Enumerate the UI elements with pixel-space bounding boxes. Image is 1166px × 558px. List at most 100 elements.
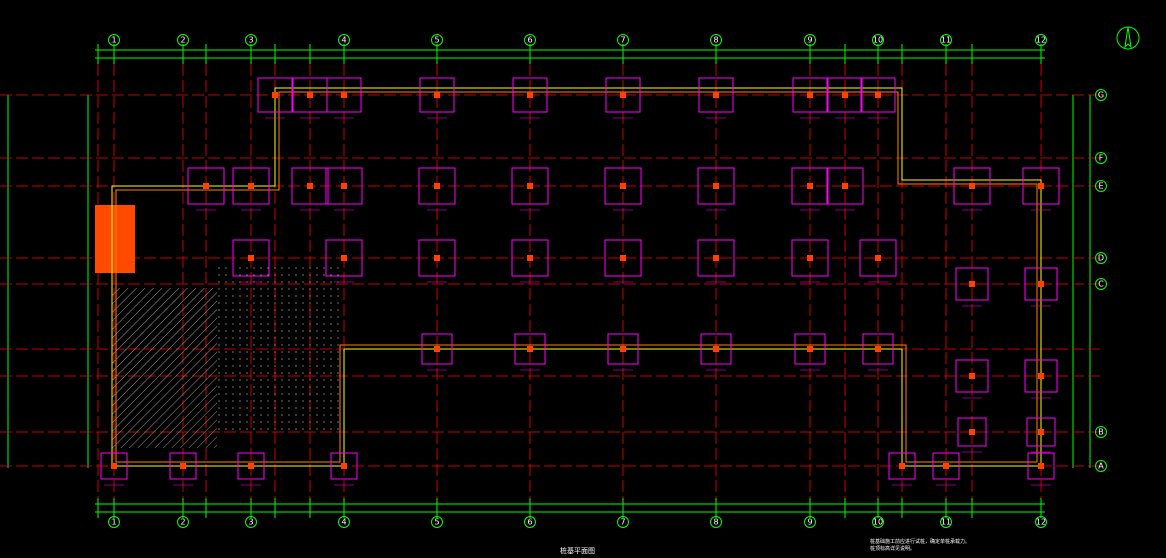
column [248,255,254,261]
pile-cap [700,333,732,365]
axis-bubble [1095,89,1107,101]
axis-bubble [804,34,816,46]
pile-cap [697,239,735,277]
axis-bubble [1035,516,1047,528]
axis-bubble [617,516,629,528]
axis-bubble [177,34,189,46]
pile-cap [955,267,989,301]
column [341,183,347,189]
column [620,255,626,261]
pile-cap [232,167,270,205]
axis-bubble [245,516,257,528]
column [620,92,626,98]
axis-bubble-label: E [1098,182,1103,191]
wall-outline-inner [115,91,1038,463]
axis-bubble [1095,152,1107,164]
column [807,255,813,261]
pile-cap [330,452,358,480]
column [272,92,278,98]
column [307,92,313,98]
axis-bubble [524,34,536,46]
axis-bubble-label: 1 [111,36,116,45]
pile-cap [232,239,270,277]
column [203,183,209,189]
axis-bubble-label: 1 [111,518,116,527]
pile-cap [291,167,329,205]
pile-cap [1027,452,1055,480]
column [943,463,949,469]
pile-cap [791,167,829,205]
column [248,463,254,469]
pile-cap [187,167,225,205]
axis-bubble [710,34,722,46]
axis-bubble-label: 6 [527,518,532,527]
axis-bubble-label: 8 [713,518,718,527]
pile-cap [698,77,734,113]
pile-cap [604,239,642,277]
axis-bubble-label: 10 [873,36,883,45]
note-line-1: 桩基础施工前应进行试桩，确定单桩承载力。 [870,538,970,545]
axis-bubble-label: 7 [620,518,625,527]
diagonal-hatch-area [112,288,217,448]
column [842,183,848,189]
column [1038,429,1044,435]
pile-cap [953,167,991,205]
column [875,255,881,261]
axis-bubble [617,34,629,46]
column [434,346,440,352]
axis-bubble-label: 2 [180,36,185,45]
axis-bubble [108,34,120,46]
column [807,346,813,352]
column [807,92,813,98]
pile-cap [860,77,896,113]
pile-cap [827,77,863,113]
axis-bubble [872,516,884,528]
axis-bubble-label: 4 [341,36,346,45]
dimension-lines [7,44,1091,518]
axis-bubble-label: 10 [873,518,883,527]
column [248,183,254,189]
pile-cap [794,333,826,365]
pile-cap [607,333,639,365]
pile-cap [421,333,453,365]
axis-bubble-label: A [1098,462,1104,471]
axis-bubble [1035,34,1047,46]
pile-cap [511,167,549,205]
axis-bubble [338,516,350,528]
column [713,346,719,352]
axis-bubble [1095,426,1107,438]
pile-cap [512,77,548,113]
column [969,183,975,189]
axis-bubble-label: 6 [527,36,532,45]
pile-cap [100,452,128,480]
pile-cap [169,452,197,480]
axis-bubble [940,34,952,46]
column [875,346,881,352]
column [969,373,975,379]
pile-cap [859,239,897,277]
pile-cap [418,167,456,205]
column [1038,373,1044,379]
pile-caps [100,77,1060,486]
column [527,183,533,189]
axis-bubble [1095,252,1107,264]
column [527,255,533,261]
orange-filled-area [95,205,135,273]
pile-cap [791,239,829,277]
axis-bubble [1095,460,1107,472]
axis-bubble-label: 9 [807,36,812,45]
pile-cap [604,167,642,205]
axis-bubble [1095,278,1107,290]
axis-bubble-label: G [1098,91,1104,100]
axis-bubble [804,516,816,528]
axis-bubble-label: C [1098,280,1104,289]
column [341,92,347,98]
column [969,429,975,435]
axis-bubble-label: 3 [248,518,253,527]
pile-cap [605,77,641,113]
pile-cap [862,333,894,365]
axis-bubble [524,516,536,528]
axis-bubble-label: 3 [248,36,253,45]
